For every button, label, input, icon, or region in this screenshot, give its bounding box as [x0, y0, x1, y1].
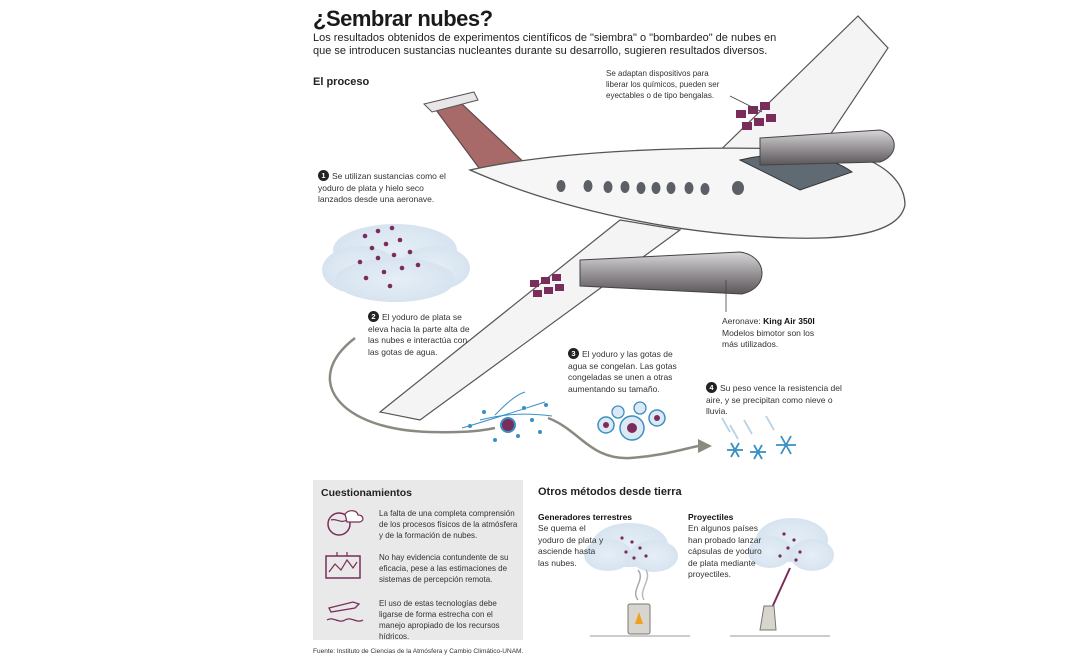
question-1: La falta de una completa comprensión de … — [379, 509, 518, 540]
step-3-text: El yoduro y las gotas de agua se congela… — [568, 349, 677, 394]
questions-title: Cuestionamientos — [321, 487, 413, 499]
step-4-number: 4 — [706, 382, 717, 393]
flow-arrow-1 — [328, 337, 496, 434]
flow-arrow-2 — [547, 416, 699, 460]
step-1-text: Se utilizan sustancias como el yoduro de… — [318, 171, 446, 204]
step-3-number: 3 — [568, 348, 579, 359]
step-4-text: Su peso vence la resistencia del aire, y… — [706, 383, 842, 416]
projectiles-title: Proyectiles — [688, 512, 734, 522]
device-note: Se adaptan dispositivos para liberar los… — [606, 69, 720, 100]
step-1-number: 1 — [318, 170, 329, 181]
seeding-particles — [357, 225, 421, 289]
question-2: No hay evidencia contundente de su efica… — [379, 553, 509, 584]
ice-crystal-cluster — [597, 401, 666, 441]
projectile-illustration — [730, 518, 834, 637]
aircraft-note: Modelos bimotor son los más utilizados. — [722, 327, 815, 350]
ground-generators-title: Generadores terrestres — [538, 512, 633, 522]
question-3: El uso de estas tecnologías debe ligarse… — [379, 599, 500, 641]
nucleation-cluster — [461, 391, 553, 442]
aircraft-model-name: King Air 350I — [763, 316, 815, 326]
step-2-text: El yoduro de plata se eleva hacia la par… — [368, 312, 470, 357]
ground-methods-title: Otros métodos desde tierra — [538, 486, 682, 498]
page-title: ¿Sembrar nubes? — [313, 6, 493, 31]
seeding-cloud — [322, 224, 470, 302]
aircraft-king-air — [378, 15, 906, 421]
projectiles-text: En algunos países han probado lanzar cáp… — [688, 523, 762, 579]
questions-panel: Cuestionamientos La falta de una complet… — [313, 480, 523, 641]
flow-arrow-2-head — [698, 439, 712, 453]
source-credit: Fuente: Instituto de Ciencias de la Atmó… — [313, 648, 524, 655]
snow-precipitation — [721, 415, 796, 460]
ground-generators-text: Se quema el yoduro de plata y asciende h… — [538, 523, 604, 568]
step-2-number: 2 — [368, 311, 379, 322]
aircraft-label: Aeronave: King Air 350I Modelos bimotor … — [722, 316, 832, 351]
ground-generator-illustration — [584, 523, 690, 637]
page-subtitle: Los resultados obtenidos de experimentos… — [313, 32, 777, 57]
aircraft-label-prefix: Aeronave: — [722, 316, 761, 326]
process-heading: El proceso — [313, 76, 370, 88]
plane-water-icon — [326, 601, 364, 622]
globe-cloud-icon — [327, 510, 364, 536]
radar-screen-icon — [325, 552, 361, 579]
